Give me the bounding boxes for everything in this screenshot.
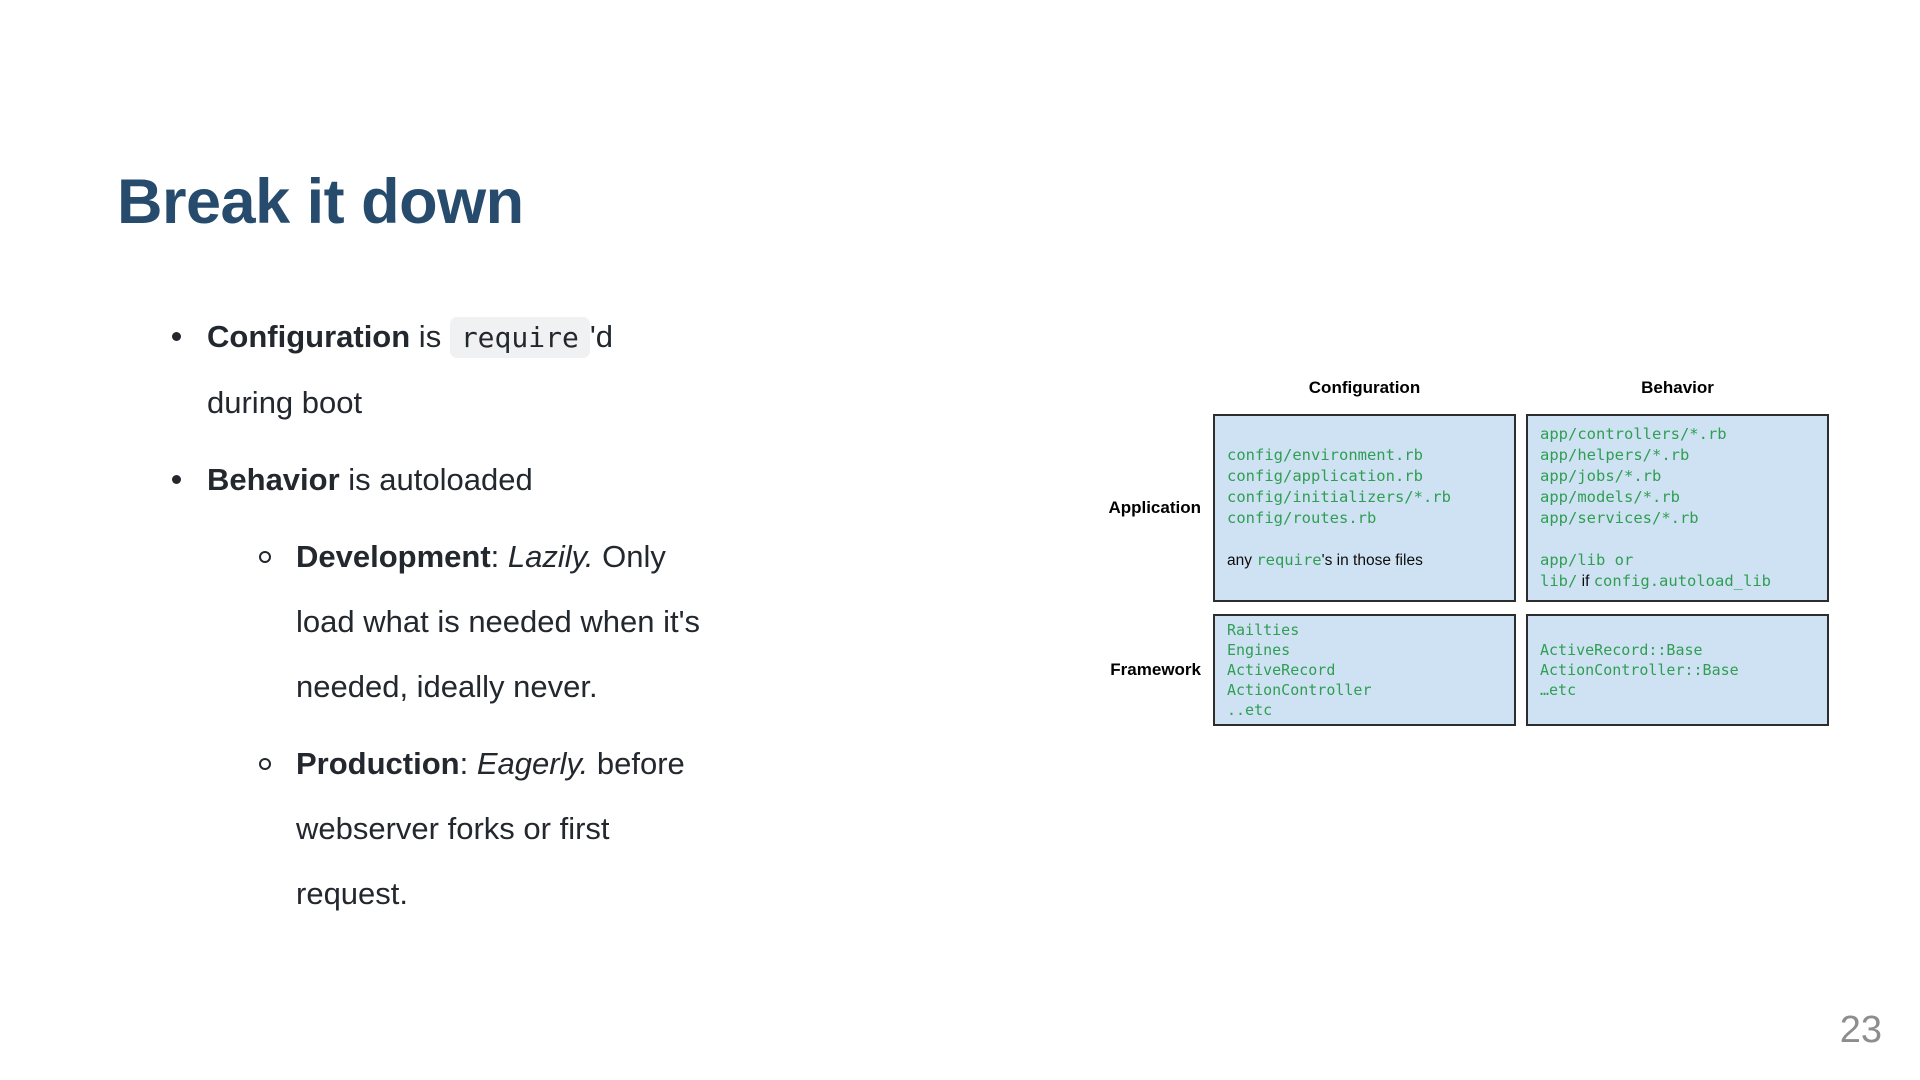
text-segment: …etc — [1540, 681, 1577, 699]
text-segment: Railties — [1227, 621, 1300, 639]
text-segment: 'd — [589, 319, 613, 354]
text-segment: request. — [296, 876, 409, 911]
row-header-framework: Framework — [1110, 660, 1201, 679]
cell-application-behavior: app/controllers/*.rb app/helpers/*.rb app/… — [1526, 414, 1829, 602]
text-segment: config.autoload_lib — [1593, 572, 1772, 590]
text-segment: Lazily. — [507, 539, 594, 574]
text-segment: Eagerly. — [476, 746, 589, 781]
bullet-text: Development: Lazily. Only load what is ne… — [296, 524, 827, 719]
text-line: load what is needed when it's — [296, 589, 827, 654]
cell-text-line: ActionController — [1227, 680, 1502, 700]
cell-text-line: Engines — [1227, 640, 1502, 660]
bullet-item: Configuration is require'd during boot — [167, 304, 827, 435]
cell-text-line: app/lib or — [1540, 550, 1815, 571]
page-title: Break it down — [117, 167, 524, 237]
bullet-item: Behavior is autoloaded — [167, 447, 827, 512]
text-segment: require — [1256, 551, 1322, 569]
text-line: webserver forks or first — [296, 796, 827, 861]
text-segment: app/controllers/*.rb — [1540, 425, 1727, 443]
cell-text-line: ActiveRecord — [1227, 660, 1502, 680]
text-segment: Production — [296, 746, 460, 781]
text-line: Development: Lazily. Only — [296, 524, 827, 589]
text-segment: config/application.rb — [1227, 467, 1423, 485]
text-segment: during boot — [207, 385, 363, 420]
bullet-marker-circle — [256, 524, 296, 719]
text-segment: webserver forks or first — [296, 811, 610, 846]
cell-text-line: app/services/*.rb — [1540, 508, 1815, 529]
bullet-marker-disc — [167, 447, 207, 512]
cell-text-line — [1540, 529, 1815, 550]
column-header-behavior: Behavior — [1641, 378, 1714, 397]
cell-text-line: …etc — [1540, 680, 1815, 700]
row-header-application: Application — [1108, 498, 1201, 517]
cell-text-line: app/controllers/*.rb — [1540, 424, 1815, 445]
text-segment: require — [449, 317, 590, 358]
cell-text-line: config/initializers/*.rb — [1227, 487, 1502, 508]
text-line: request. — [296, 861, 827, 926]
cell-text-line: app/helpers/*.rb — [1540, 445, 1815, 466]
text-segment: ActionController::Base — [1540, 661, 1739, 679]
text-segment: Configuration — [207, 319, 411, 354]
text-line: during boot — [207, 370, 827, 435]
bullet-text: Configuration is require'd during boot — [207, 304, 827, 435]
text-segment: Behavior — [207, 462, 340, 497]
bullet-text: Production: Eagerly. before webserver for… — [296, 731, 827, 926]
cell-text-line: config/environment.rb — [1227, 445, 1502, 466]
text-segment: config/routes.rb — [1227, 509, 1377, 527]
text-segment: load what is needed when it's — [296, 604, 701, 639]
text-segment: app/models/*.rb — [1540, 488, 1680, 506]
cell-text-line: app/models/*.rb — [1540, 487, 1815, 508]
text-line: needed, ideally never. — [296, 654, 827, 719]
text-segment: config/environment.rb — [1227, 446, 1423, 464]
cell-text-line — [1227, 529, 1502, 550]
cell-text-line: app/jobs/*.rb — [1540, 466, 1815, 487]
text-segment: : — [459, 746, 477, 781]
page-number: 23 — [1839, 1009, 1882, 1051]
sub-bullet-item: Development: Lazily. Only load what is ne… — [256, 524, 827, 719]
bullet-marker-circle — [256, 731, 296, 926]
text-segment: : — [490, 539, 508, 574]
text-segment: needed, ideally never. — [296, 669, 598, 704]
bullet-text: Behavior is autoloaded — [207, 447, 827, 512]
cell-text-line: config/application.rb — [1227, 466, 1502, 487]
text-line: Configuration is require'd — [207, 304, 827, 370]
text-line: Production: Eagerly. before — [296, 731, 827, 796]
cell-text-line: ..etc — [1227, 700, 1502, 720]
cell-text-line: any require's in those files — [1227, 550, 1502, 571]
text-segment: if — [1577, 573, 1594, 590]
bullet-marker-disc — [167, 304, 207, 435]
text-segment: lib/ — [1540, 572, 1578, 590]
text-segment: is — [410, 319, 450, 354]
cell-text-line: config/routes.rb — [1227, 508, 1502, 529]
text-segment: any — [1227, 552, 1257, 569]
column-header-configuration: Configuration — [1308, 378, 1421, 397]
text-segment: Engines — [1227, 641, 1291, 659]
cell-text-line: lib/ if config.autoload_lib — [1540, 571, 1815, 592]
cell-text-line: ActiveRecord::Base — [1540, 640, 1815, 660]
text-segment: ActionController — [1227, 681, 1372, 699]
text-segment: ActiveRecord::Base — [1540, 641, 1703, 659]
text-segment: app/services/*.rb — [1540, 509, 1699, 527]
text-segment: config/initializers/*.rb — [1227, 488, 1451, 506]
sub-bullet-item: Production: Eagerly. before webserver for… — [256, 731, 827, 926]
cell-application-configuration: config/environment.rb config/application.… — [1213, 414, 1516, 602]
diagram-corner-spacer — [1103, 370, 1203, 402]
text-segment: Development — [296, 539, 491, 574]
cell-text-line: ActionController::Base — [1540, 660, 1815, 680]
text-line: Behavior is autoloaded — [207, 447, 827, 512]
cell-text-line: Railties — [1227, 620, 1502, 640]
text-segment: 's in those files — [1321, 552, 1423, 569]
text-segment: is autoloaded — [339, 462, 533, 497]
text-segment: before — [588, 746, 685, 781]
text-segment: app/jobs/*.rb — [1540, 467, 1662, 485]
text-segment: ..etc — [1227, 701, 1273, 719]
text-segment: Only — [593, 539, 666, 574]
text-segment: ActiveRecord — [1227, 661, 1336, 679]
text-segment: app/helpers/*.rb — [1540, 446, 1690, 464]
loading-matrix-diagram: Configuration Behavior Application confi… — [1103, 370, 1829, 726]
text-segment: app/lib or — [1540, 551, 1634, 569]
